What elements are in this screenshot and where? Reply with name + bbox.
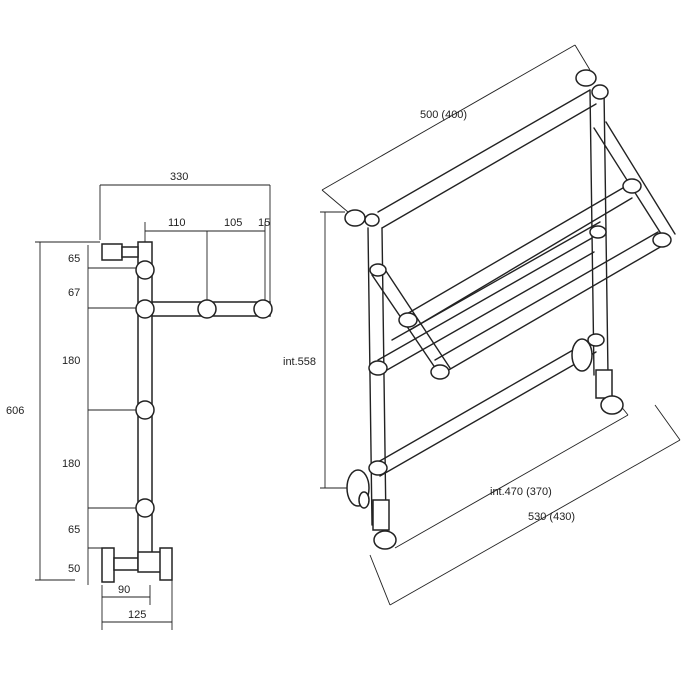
iso-top-rail [377,89,597,229]
iso-middle-rail [377,237,595,375]
iso-joint-shelf-right [622,178,642,194]
dim-105: 105 [224,217,242,229]
iso-bottom-right-mount [571,338,593,372]
iso-joint-top-right [575,69,597,87]
iso-bottom-right-valve [595,369,613,399]
dim-90: 90 [118,584,130,596]
joint-middle [135,400,155,420]
dim-int-470-370: int.470 (370) [490,486,552,498]
dim-50: 50 [68,563,80,575]
iso-joint-bottom-left [368,460,388,476]
dim-500-400: 500 (400) [420,109,467,121]
dim-67: 67 [68,287,80,299]
dim-110: 110 [168,217,186,229]
iso-joint-top-left [344,209,366,227]
shelf-bar-end-a [197,299,217,319]
joint-bottom [135,498,155,518]
bottom-valve [101,547,115,583]
joint-shelf [135,299,155,319]
top-wall-bracket [101,243,123,261]
isometric-view: 500 (400) int.558 int.470 (370) 530 (430… [283,44,681,606]
side-view: 330 110 105 15 606 65 67 180 180 65 50 9… [6,171,273,630]
iso-joint-middle-left [368,360,388,376]
dim-125: 125 [128,609,146,621]
iso-joint-shelf-left [369,263,387,277]
iso-bottom-rail [377,337,597,477]
dim-15: 15 [258,217,270,229]
dim-180-b: 180 [62,458,80,470]
iso-left-upright [367,227,387,526]
shelf-bar-end-b [253,299,273,319]
dim-65-bottom: 65 [68,524,80,536]
dim-606: 606 [6,405,24,417]
dim-330: 330 [170,171,188,183]
dim-int-558: int.558 [283,356,316,368]
dim-530-430: 530 (430) [528,511,575,523]
dim-65-top: 65 [68,253,80,265]
iso-bottom-left-valve [372,499,390,531]
dim-180-a: 180 [62,355,80,367]
joint-top [135,260,155,280]
iso-shelf-bars [391,184,663,376]
